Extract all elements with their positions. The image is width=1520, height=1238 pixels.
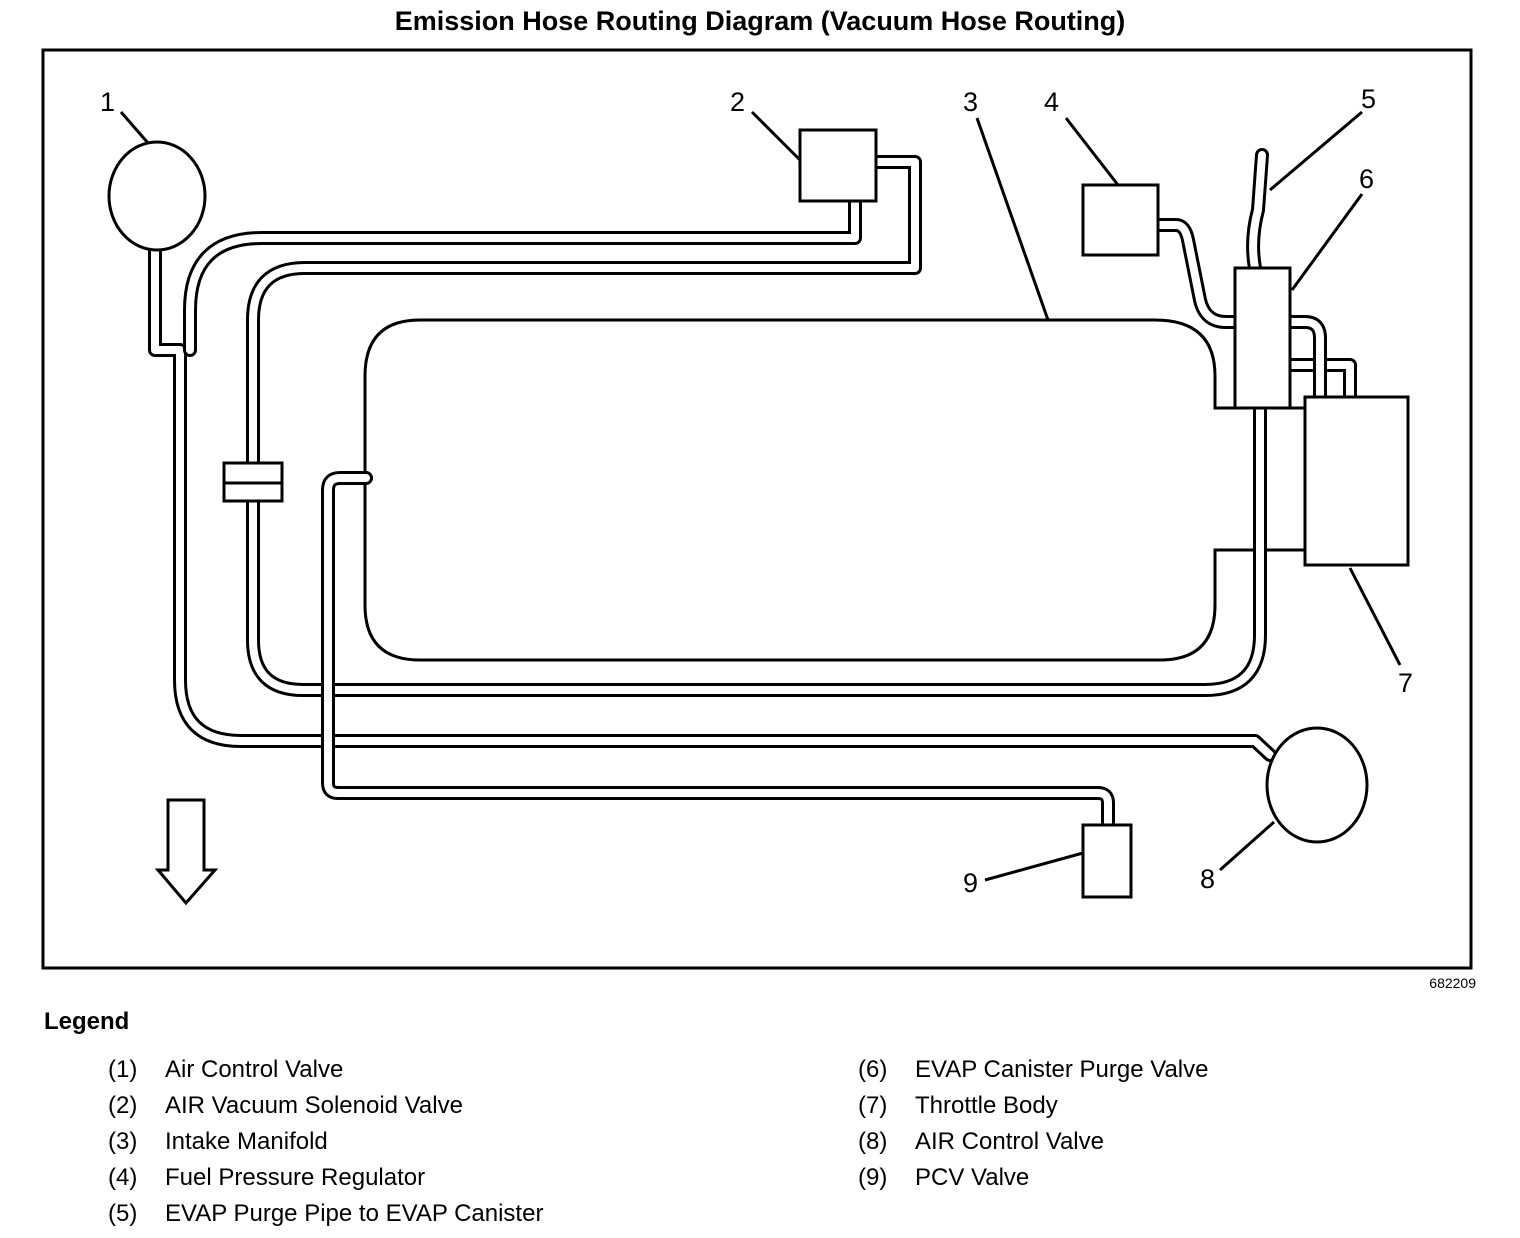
callout-4: 4 [1044, 87, 1059, 117]
intake-manifold [363, 318, 1307, 662]
legend-title: Legend [44, 1008, 130, 1035]
air-control-valve-1 [107, 140, 207, 252]
diagram-title: Emission Hose Routing Diagram (Vacuum Ho… [394, 6, 1126, 36]
callout-9: 9 [963, 868, 978, 898]
callout-8: 8 [1200, 864, 1215, 894]
callout-1: 1 [100, 87, 115, 117]
down-arrow-icon [154, 798, 219, 906]
figure-id: 682209 [1429, 975, 1476, 991]
callout-7: 7 [1398, 668, 1413, 698]
callout-5: 5 [1361, 84, 1376, 114]
callout-6: 6 [1359, 164, 1374, 194]
pcv-valve [1081, 823, 1133, 899]
fuel-pressure-regulator [1081, 183, 1160, 257]
throttle-body [1303, 395, 1410, 567]
callout-3: 3 [963, 87, 978, 117]
callout-2: 2 [730, 87, 745, 117]
diagram-frame [41, 48, 1473, 970]
hose-routing-diagram: .hose { fill: none; stroke: #000; stroke… [41, 48, 1473, 970]
air-vacuum-solenoid-valve [798, 128, 878, 203]
evap-canister-purge-valve [1233, 266, 1292, 410]
air-control-valve-8 [1265, 726, 1369, 844]
